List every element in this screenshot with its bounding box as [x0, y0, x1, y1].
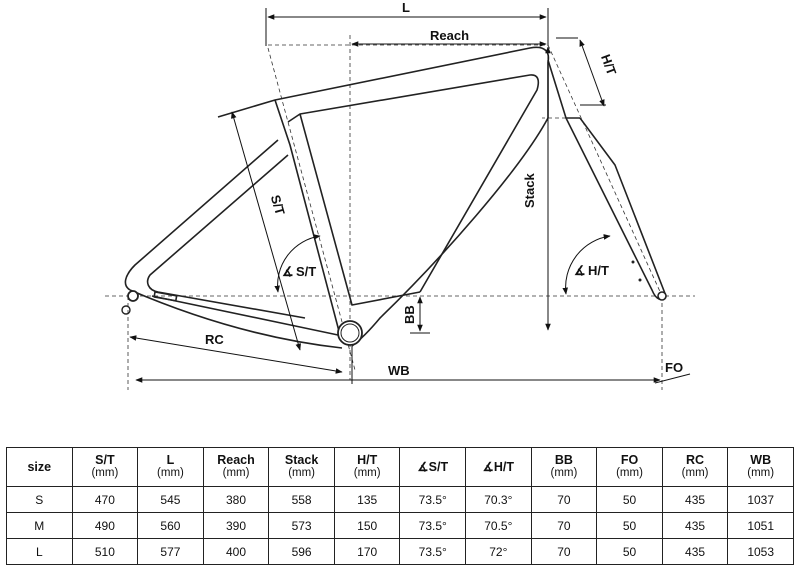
seat-stay [124, 139, 279, 291]
table-header-row: size S/T(mm) L(mm) Reach(mm) Stack(mm) H… [6, 447, 794, 487]
table-cell: 573 [268, 512, 335, 539]
label-ht: H/T [598, 52, 619, 77]
table-cell: 435 [661, 538, 729, 565]
table-cell: 545 [137, 486, 204, 513]
label-st: S/T [268, 193, 288, 217]
down-tube [351, 117, 549, 347]
col-size: size [6, 447, 73, 487]
table-cell: 50 [596, 486, 663, 513]
fork-eyelet-2 [638, 278, 642, 282]
table-cell: 170 [333, 538, 401, 565]
table-cell: S [6, 486, 73, 513]
col-ht: H/T(mm) [333, 447, 401, 487]
table-cell: 435 [661, 512, 729, 539]
seat-tube [274, 99, 341, 336]
col-rc: RC(mm) [661, 447, 729, 487]
frame-geometry-diagram: L Reach H/T Stack S/T ∡ S/T ∡ H/T BB RC … [105, 0, 695, 390]
label-ht-angle: ∡ H/T [574, 263, 609, 278]
table-cell: 70.5° [465, 512, 532, 539]
table-cell: 73.5° [399, 486, 467, 513]
table-cell: 577 [137, 538, 204, 565]
col-st: S/T(mm) [71, 447, 139, 487]
table-cell: 73.5° [399, 538, 467, 565]
col-bb: BB(mm) [530, 447, 598, 487]
label-fo: FO [665, 360, 683, 375]
table-row-size-s: S 470 545 380 558 135 73.5° 70.3° 70 50 … [6, 486, 794, 513]
label-stack: Stack [522, 173, 537, 208]
dimension-lines [129, 8, 691, 384]
geometry-table: size S/T(mm) L(mm) Reach(mm) Stack(mm) H… [6, 447, 794, 565]
label-wb: WB [388, 363, 410, 378]
col-stack: Stack(mm) [268, 447, 335, 487]
col-reach: Reach(mm) [202, 447, 270, 487]
table-cell: 1053 [727, 538, 794, 565]
table-cell: 72° [465, 538, 532, 565]
table-cell: 70 [530, 486, 598, 513]
table-cell: M [6, 512, 73, 539]
table-cell: 390 [202, 512, 270, 539]
top-tube-inner [287, 74, 540, 293]
seat-tube-inner [299, 113, 421, 306]
table-cell: 73.5° [399, 512, 467, 539]
col-st-angle: ∡S/T [399, 447, 467, 487]
rear-derailleur-hanger [121, 305, 131, 315]
table-cell: 70.3° [465, 486, 532, 513]
table-cell: 70 [530, 538, 598, 565]
label-st-angle-text: S/T [296, 264, 316, 279]
table-cell: 1037 [727, 486, 794, 513]
bottom-bracket-shell [337, 320, 363, 346]
front-axle [657, 291, 667, 301]
fork-eyelet-1 [631, 260, 635, 264]
table-cell: 135 [333, 486, 401, 513]
bottom-bracket-axle [340, 323, 360, 343]
table-row-size-m: M 490 560 390 573 150 73.5° 70.5° 70 50 … [6, 512, 794, 539]
table-cell: 596 [268, 538, 335, 565]
label-st-angle: ∡ S/T [282, 264, 316, 279]
table-cell: 400 [202, 538, 270, 565]
table-cell: 50 [596, 512, 663, 539]
angle-symbol: ∡ [282, 264, 294, 279]
rear-axle [127, 290, 139, 302]
table-cell: 150 [333, 512, 401, 539]
col-fo: FO(mm) [596, 447, 663, 487]
table-cell: 470 [71, 486, 139, 513]
col-ht-angle: ∡H/T [465, 447, 532, 487]
table-cell: 560 [137, 512, 204, 539]
table-row-size-l: L 510 577 400 596 170 73.5° 72° 70 50 43… [6, 538, 794, 565]
table-cell: L [6, 538, 73, 565]
table-cell: 1051 [727, 512, 794, 539]
label-rc: RC [205, 332, 224, 347]
reference-lines [105, 35, 695, 390]
label-reach: Reach [430, 28, 469, 43]
table-cell: 70 [530, 512, 598, 539]
bike-frame [124, 46, 667, 349]
table-cell: 50 [596, 538, 663, 565]
col-l: L(mm) [137, 447, 204, 487]
head-tube [547, 59, 580, 119]
table-cell: 510 [71, 538, 139, 565]
table-cell: 490 [71, 512, 139, 539]
seat-stay-inner [146, 154, 306, 319]
label-bb: BB [402, 305, 417, 324]
col-wb: WB(mm) [727, 447, 794, 487]
angle-symbol: ∡ [574, 263, 586, 278]
label-l: L [402, 0, 410, 15]
top-tube [217, 46, 550, 118]
table-cell: 380 [202, 486, 270, 513]
table-cell: 558 [268, 486, 335, 513]
label-ht-angle-text: H/T [588, 263, 609, 278]
table-cell: 435 [661, 486, 729, 513]
